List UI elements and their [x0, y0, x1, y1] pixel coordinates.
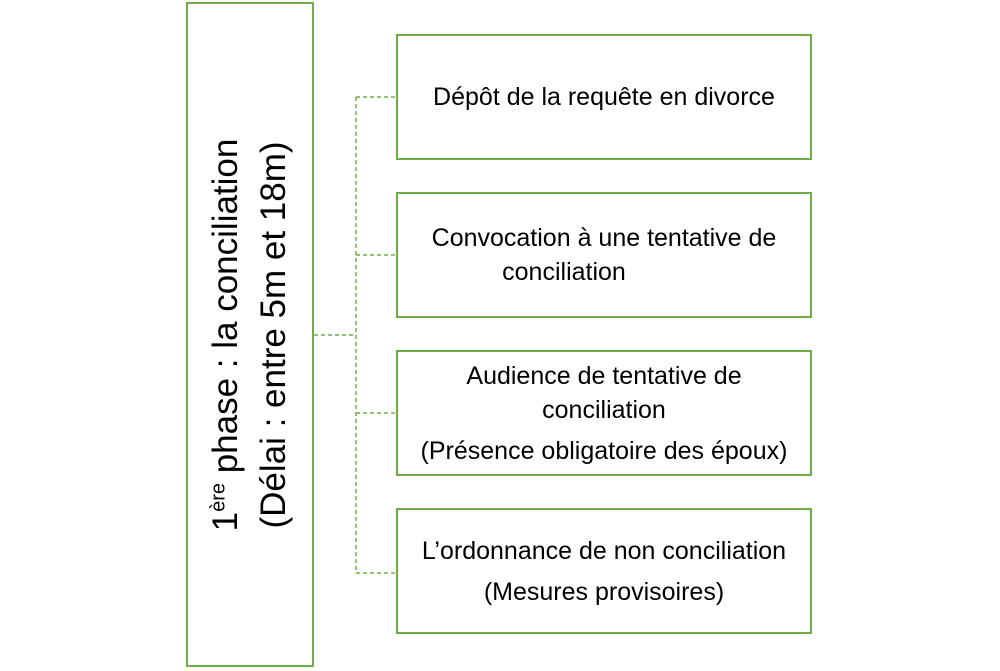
main-phase-text: 1ère phase : la conciliation (Délai : en… [202, 5, 298, 665]
step-box-conciliation-summons: Convocation à une tentative de conciliat… [396, 192, 812, 318]
phase-title-suffix: phase : la conciliation [206, 138, 245, 483]
step-4-line-2: (Mesures provisoires) [483, 577, 725, 606]
step-3-line-3: (Présence obligatoire des époux) [420, 436, 788, 465]
main-phase-delay: (Délai : entre 5m et 18m) [254, 140, 293, 529]
step-3-line-1: Audience de tentative de [466, 361, 742, 390]
phase-number: 1 [206, 511, 245, 531]
phase-number-superscript: ère [207, 482, 230, 512]
step-box-non-conciliation-order: L’ordonnance de non conciliation (Mesure… [396, 508, 812, 634]
step-4-line-1: L’ordonnance de non conciliation [421, 536, 787, 565]
step-3-line-2: conciliation [542, 395, 666, 424]
main-phase-title: 1ère phase : la conciliation [202, 5, 250, 665]
step-box-request-filing: Dépôt de la requête en divorce [396, 34, 812, 160]
step-2-line-2: conciliation [502, 258, 626, 286]
step-2-line-1: Convocation à une tentative de [431, 224, 777, 252]
main-phase-box: 1ère phase : la conciliation (Délai : en… [186, 2, 314, 667]
step-box-conciliation-hearing: Audience de tentative de conciliation (P… [396, 350, 812, 476]
step-1-line-1: Dépôt de la requête en divorce [433, 83, 775, 111]
